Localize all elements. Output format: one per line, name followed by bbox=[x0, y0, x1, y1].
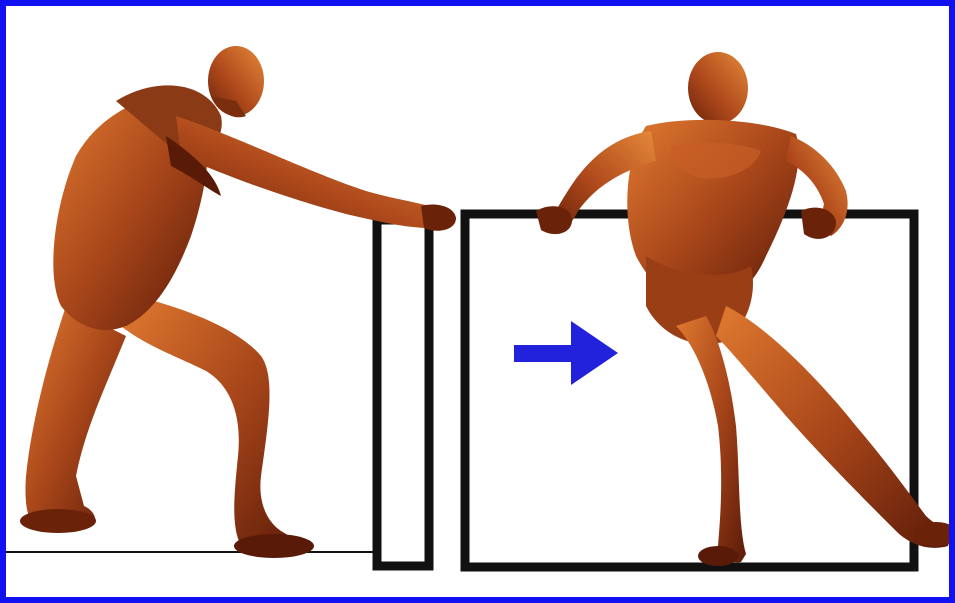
right-figure bbox=[536, 52, 949, 566]
left-figure bbox=[20, 46, 456, 558]
illustration-svg bbox=[6, 6, 949, 597]
right-arrow-icon bbox=[514, 321, 618, 385]
narrow-box bbox=[377, 220, 429, 566]
